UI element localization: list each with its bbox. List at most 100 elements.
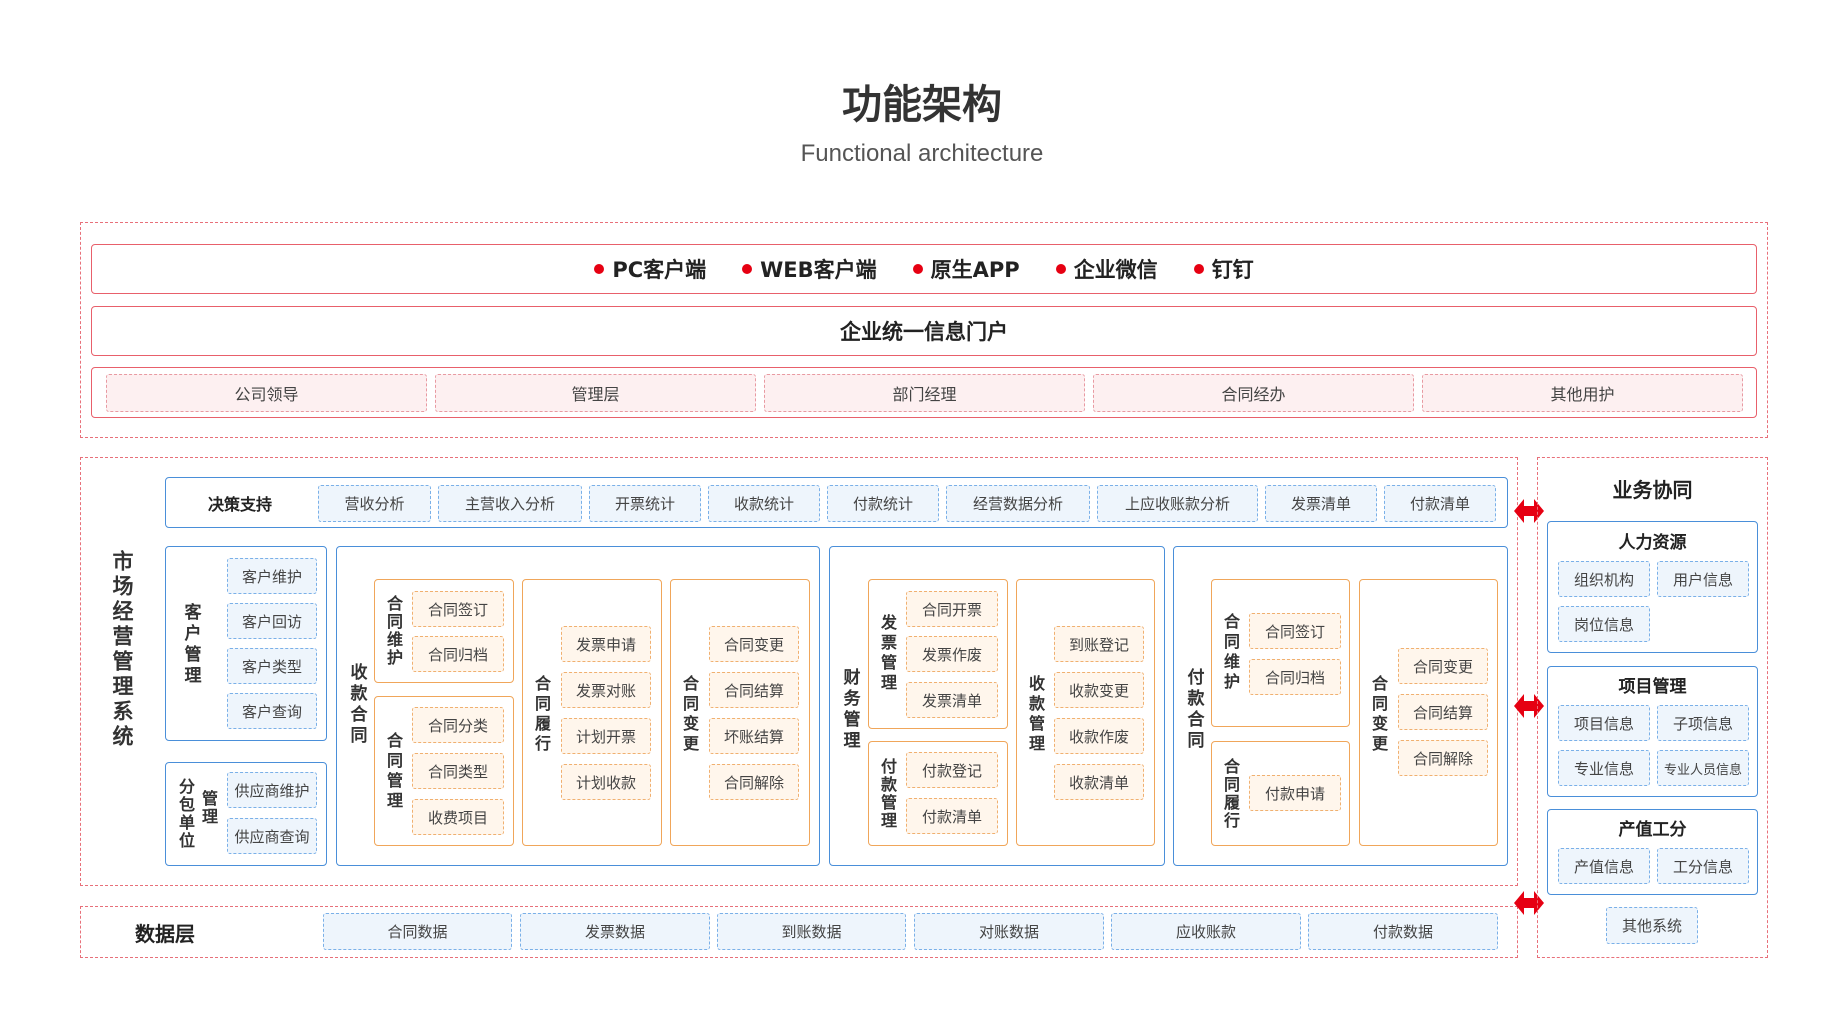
system-label: 市场经营管理系统 — [110, 550, 134, 750]
payment-item: 付款登记 — [906, 752, 998, 788]
receipt-manage-item: 合同分类 — [412, 707, 504, 743]
red-dot-icon — [912, 264, 923, 274]
decision-item: 主营收入分析 — [438, 485, 582, 522]
receipt-change-item: 合同结算 — [709, 672, 799, 708]
decision-item: 开票统计 — [589, 485, 701, 522]
collab-area — [1537, 457, 1768, 958]
hr-item: 岗位信息 — [1558, 606, 1650, 642]
subcontract-item: 供应商查询 — [227, 818, 317, 854]
customer-item: 客户查询 — [227, 693, 317, 729]
data-item: 对账数据 — [914, 913, 1104, 950]
decision-support-label: 决策支持 — [207, 495, 272, 514]
receipt-perform-label: 合同履行 — [532, 675, 551, 755]
receipt-manage-panel-label: 收款管理 — [1026, 675, 1045, 755]
data-item: 合同数据 — [323, 913, 512, 950]
role-item: 管理层 — [435, 374, 756, 412]
client-item: 原生APP — [912, 254, 1020, 284]
hr-item: 组织机构 — [1558, 561, 1650, 597]
collab-title: 业务协同 — [1612, 477, 1693, 502]
double-arrow-icon — [1514, 499, 1544, 523]
hr-label: 人力资源 — [1618, 532, 1687, 553]
system-area — [80, 457, 1518, 886]
output-item: 产值信息 — [1558, 848, 1650, 884]
red-dot-icon — [1193, 264, 1204, 274]
decision-item: 发票清单 — [1265, 485, 1377, 522]
data-item: 付款数据 — [1308, 913, 1498, 950]
customer-label: 客户管理 — [180, 603, 201, 687]
receipt-change-item: 坏账结算 — [709, 718, 799, 754]
receipt-change-group — [670, 579, 810, 846]
red-dot-icon — [742, 264, 753, 274]
double-arrow-icon — [1514, 891, 1544, 915]
pay-maintain-group — [1211, 579, 1350, 727]
output-item: 工分信息 — [1657, 848, 1749, 884]
role-item: 部门经理 — [764, 374, 1085, 412]
pay-change-label: 合同变更 — [1369, 675, 1388, 755]
customer-item: 客户回访 — [227, 603, 317, 639]
customer-item: 客户维护 — [227, 558, 317, 594]
receipt-manage-label: 合同管理 — [384, 732, 403, 812]
client-item: WEB客户端 — [742, 254, 877, 284]
double-arrow-icon — [1514, 694, 1544, 718]
receipt-item: 收款变更 — [1054, 672, 1144, 708]
receipt-perform-item: 计划开票 — [561, 718, 651, 754]
data-item: 发票数据 — [520, 913, 710, 950]
receipt-contract-label: 收款合同 — [346, 663, 367, 747]
decision-item: 付款清单 — [1384, 485, 1496, 522]
hr-item: 用户信息 — [1657, 561, 1749, 597]
client-list: PC客户端 WEB客户端 原生APP 企业微信 钉钉 — [91, 244, 1757, 294]
data-layer-label: 数据层 — [135, 921, 195, 946]
role-item: 公司领导 — [106, 374, 427, 412]
receipt-manage-item: 收费项目 — [412, 799, 504, 835]
receipt-maintain-item: 合同签订 — [412, 591, 504, 627]
receipt-maintain-label: 合同维护 — [384, 595, 403, 667]
receipt-item: 收款清单 — [1054, 764, 1144, 800]
receipt-manage-item: 合同类型 — [412, 753, 504, 789]
access-layer — [80, 222, 1768, 438]
invoice-item: 发票清单 — [906, 682, 998, 718]
payment-label: 付款管理 — [878, 758, 897, 830]
receipt-change-item: 合同变更 — [709, 626, 799, 662]
client-item: 企业微信 — [1055, 254, 1158, 284]
decision-item: 付款统计 — [827, 485, 939, 522]
receipt-item: 到账登记 — [1054, 626, 1144, 662]
red-dot-icon — [594, 264, 605, 274]
finance-label: 财务管理 — [839, 668, 860, 752]
pay-change-item: 合同变更 — [1398, 648, 1488, 684]
roles-bar — [91, 367, 1757, 418]
decision-item: 收款统计 — [708, 485, 820, 522]
page-subtitle: Functional architecture — [800, 140, 1044, 167]
invoice-item: 合同开票 — [906, 591, 998, 627]
pay-maintain-label: 合同维护 — [1221, 613, 1240, 693]
invoice-label: 发票管理 — [878, 614, 897, 694]
role-item: 其他用护 — [1422, 374, 1743, 412]
pay-perform-item: 付款申请 — [1249, 775, 1341, 811]
receipt-perform-item: 发票申请 — [561, 626, 651, 662]
project-label: 项目管理 — [1618, 676, 1687, 697]
other-system: 其他系统 — [1606, 907, 1698, 944]
project-item: 专业人员信息 — [1657, 750, 1749, 786]
output-label: 产值工分 — [1618, 819, 1687, 840]
data-layer — [80, 906, 1518, 958]
page-title: 功能架构 — [842, 82, 1002, 128]
project-item: 子项信息 — [1657, 705, 1749, 741]
pay-perform-label: 合同履行 — [1221, 758, 1240, 830]
customer-item: 客户类型 — [227, 648, 317, 684]
pay-maintain-item: 合同归档 — [1249, 659, 1341, 695]
decision-item: 营收分析 — [318, 485, 431, 522]
project-item: 专业信息 — [1558, 750, 1650, 786]
invoice-item: 发票作废 — [906, 636, 998, 672]
payment-contract-label: 付款合同 — [1183, 668, 1204, 752]
red-dot-icon — [1055, 264, 1066, 274]
decision-item: 上应收账款分析 — [1097, 485, 1258, 522]
data-item: 到账数据 — [717, 913, 906, 950]
subcontract-label: 分包单位 — [176, 778, 195, 850]
portal: 企业统一信息门户 — [91, 306, 1757, 356]
receipt-perform-item: 计划收款 — [561, 764, 651, 800]
payment-item: 付款清单 — [906, 798, 998, 834]
data-item: 应收账款 — [1111, 913, 1301, 950]
receipt-change-label: 合同变更 — [680, 675, 699, 755]
receipt-perform-item: 发票对账 — [561, 672, 651, 708]
receipt-item: 收款作废 — [1054, 718, 1144, 754]
client-item: PC客户端 — [594, 254, 706, 284]
